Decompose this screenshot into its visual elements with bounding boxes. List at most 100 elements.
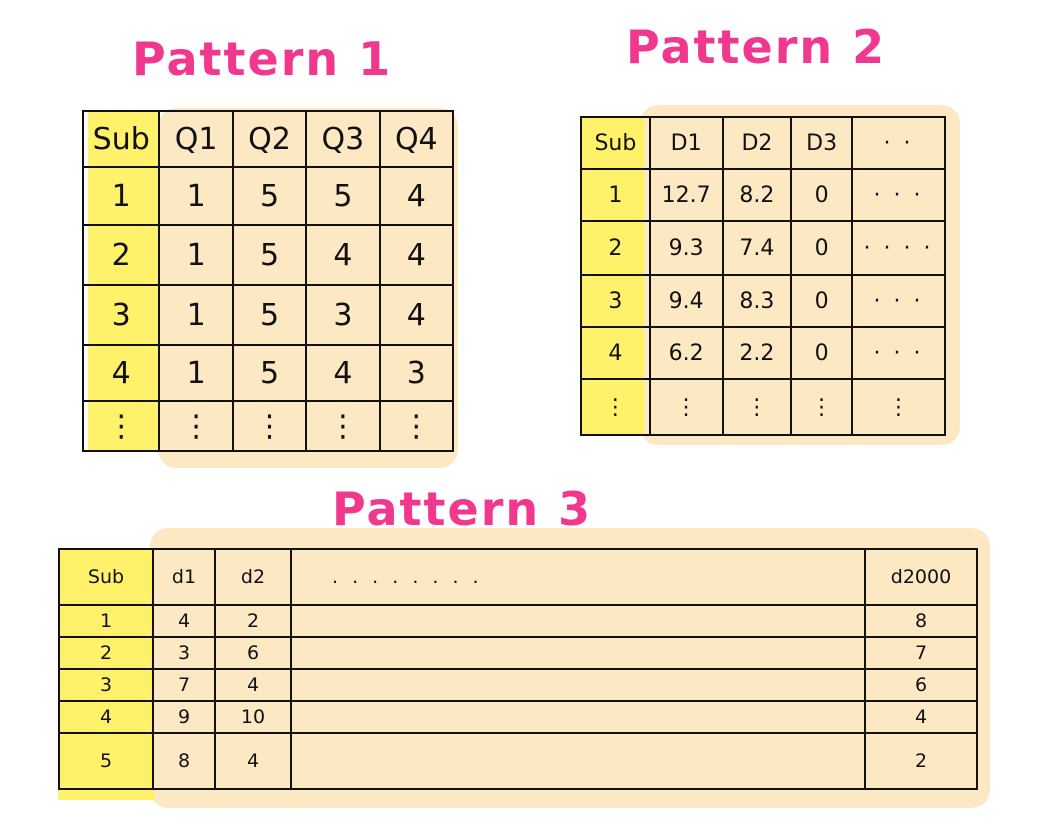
cell: 4 — [81, 344, 161, 402]
ellipsis: ⋮ — [580, 378, 651, 436]
cell: 4 — [58, 700, 154, 734]
pattern1-table: Sub Q1 Q2 Q3 Q4 1 1 5 5 4 2 1 5 4 4 3 1 … — [81, 110, 455, 452]
cell — [290, 732, 866, 790]
pattern2-table: Sub D1 D2 D3 · · 1 12.7 8.2 0 · · · 2 9.… — [580, 116, 947, 436]
cell — [290, 668, 866, 702]
cell: 4 — [378, 166, 455, 226]
cell: 8.2 — [721, 168, 793, 222]
cell: 1 — [58, 604, 154, 638]
cell — [290, 604, 866, 638]
table-row: 1 12.7 8.2 0 · · · — [580, 168, 947, 222]
cell: 1 — [81, 166, 161, 226]
pattern2-title: Pattern 2 — [626, 20, 887, 74]
cell: · · · · — [850, 220, 947, 276]
cell: 4 — [378, 284, 455, 346]
table-row: 2 1 5 4 4 — [81, 224, 455, 286]
ellipsis: ⋮ — [850, 378, 947, 436]
pattern3-table: Sub d1 d2 . . . . . . . . d2000 1 4 2 8 … — [58, 548, 978, 790]
cell: 1 — [158, 224, 234, 286]
pattern3-title: Pattern 3 — [332, 482, 593, 536]
cell: 5 — [231, 344, 308, 402]
header-d1: D1 — [648, 116, 724, 170]
cell: 3 — [378, 344, 455, 402]
cell: 9 — [152, 700, 216, 734]
cell: 4 — [214, 732, 292, 790]
cell: 1 — [158, 166, 234, 226]
header-d2000: d2000 — [864, 548, 978, 606]
cell: 2 — [81, 224, 161, 286]
cell: 3 — [58, 668, 154, 702]
cell: 4 — [152, 604, 216, 638]
cell: 7 — [864, 636, 978, 670]
table-row: 2 3 6 7 — [58, 636, 978, 670]
cell: 3 — [81, 284, 161, 346]
header-d3: D3 — [790, 116, 853, 170]
header-sub: Sub — [580, 116, 651, 170]
header-q1: Q1 — [158, 110, 234, 168]
cell: 2 — [580, 220, 651, 276]
cell: 6 — [864, 668, 978, 702]
table-row-continued: ⋮ ⋮ ⋮ ⋮ ⋮ — [580, 378, 947, 436]
cell — [290, 636, 866, 670]
ellipsis: ⋮ — [81, 400, 161, 452]
cell: 4 — [864, 700, 978, 734]
cell: 12.7 — [648, 168, 724, 222]
ellipsis: ⋮ — [648, 378, 724, 436]
table-row: 3 9.4 8.3 0 · · · — [580, 274, 947, 328]
header-q3: Q3 — [305, 110, 381, 168]
table-row: 4 9 10 4 — [58, 700, 978, 734]
ellipsis: ⋮ — [378, 400, 455, 452]
header-q4: Q4 — [378, 110, 455, 168]
ellipsis: ⋮ — [790, 378, 853, 436]
cell: 4 — [214, 668, 292, 702]
cell: 2.2 — [721, 326, 793, 380]
cell: 6.2 — [648, 326, 724, 380]
table-row: 1 1 5 5 4 — [81, 166, 455, 226]
cell: 1 — [158, 284, 234, 346]
cell: 2 — [58, 636, 154, 670]
cell: 5 — [231, 284, 308, 346]
cell: 2 — [214, 604, 292, 638]
header-more: · · — [850, 116, 947, 170]
cell: 5 — [305, 166, 381, 226]
cell: 0 — [790, 274, 853, 328]
header-sub: Sub — [81, 110, 161, 168]
table-row: 2 9.3 7.4 0 · · · · — [580, 220, 947, 276]
cell: 1 — [580, 168, 651, 222]
cell: 1 — [158, 344, 234, 402]
ellipsis: ⋮ — [721, 378, 793, 436]
cell: 0 — [790, 220, 853, 276]
cell: 4 — [580, 326, 651, 380]
cell: 10 — [214, 700, 292, 734]
cell: 4 — [305, 344, 381, 402]
pattern1-title: Pattern 1 — [132, 32, 393, 86]
header-more: . . . . . . . . — [290, 548, 866, 606]
cell: 9.3 — [648, 220, 724, 276]
header-sub: Sub — [58, 548, 154, 606]
cell: 3 — [580, 274, 651, 328]
cell: · · · — [850, 274, 947, 328]
cell: 2 — [864, 732, 978, 790]
cell: 5 — [231, 166, 308, 226]
cell: 4 — [378, 224, 455, 286]
header-d2: d2 — [214, 548, 292, 606]
header-d1: d1 — [152, 548, 216, 606]
table-row: 3 1 5 3 4 — [81, 284, 455, 346]
cell: 9.4 — [648, 274, 724, 328]
table-row: 5 8 4 2 — [58, 732, 978, 790]
cell: 7 — [152, 668, 216, 702]
cell: 0 — [790, 326, 853, 380]
cell: 4 — [305, 224, 381, 286]
cell: 5 — [231, 224, 308, 286]
cell: 5 — [58, 732, 154, 790]
ellipsis: ⋮ — [158, 400, 234, 452]
table-row-continued: ⋮ ⋮ ⋮ ⋮ ⋮ — [81, 400, 455, 452]
cell: · · · — [850, 326, 947, 380]
cell: 3 — [305, 284, 381, 346]
cell: 8.3 — [721, 274, 793, 328]
cell: · · · — [850, 168, 947, 222]
cell — [290, 700, 866, 734]
ellipsis: ⋮ — [231, 400, 308, 452]
cell: 0 — [790, 168, 853, 222]
cell: 7.4 — [721, 220, 793, 276]
